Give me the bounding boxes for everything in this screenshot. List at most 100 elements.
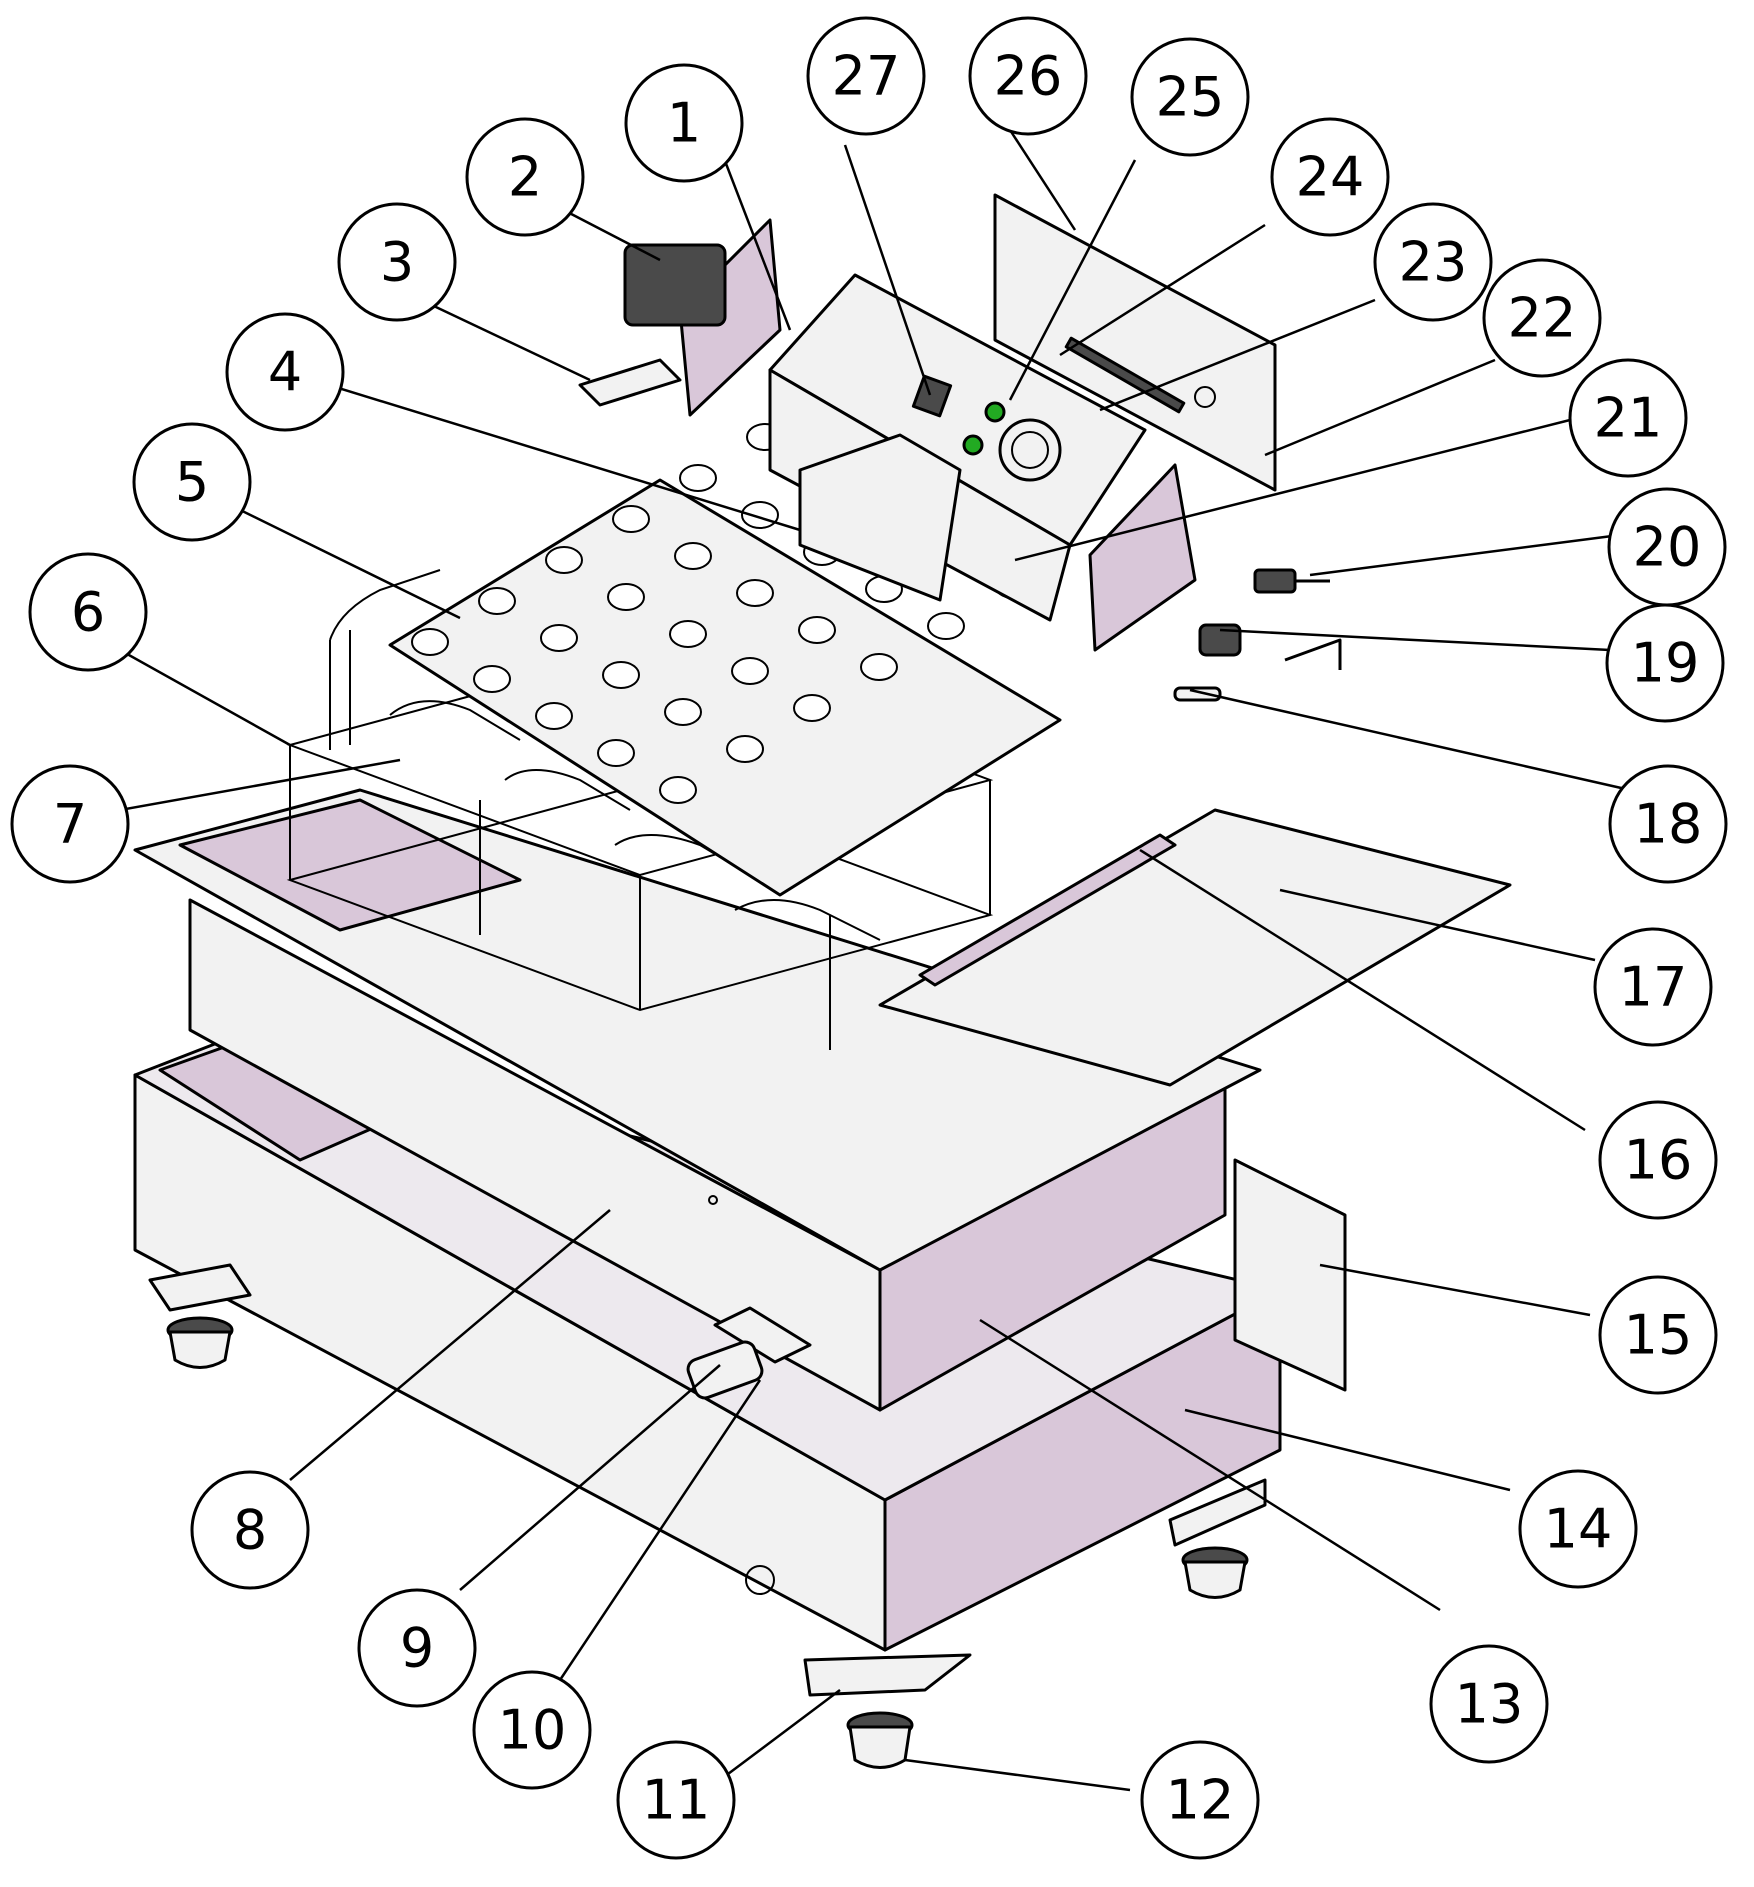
heater-bar (1064, 336, 1186, 414)
callout-11: 11 (616, 1740, 736, 1860)
callout-16: 16 (1598, 1100, 1718, 1220)
callout-label: 25 (1156, 66, 1225, 129)
callout-label: 6 (71, 581, 105, 644)
cover-hole (612, 505, 650, 533)
left-end-panel (678, 218, 782, 417)
callout-circle (1373, 202, 1493, 322)
callout-circle (806, 16, 926, 136)
leader-lines (119, 129, 1631, 1792)
callout-9: 9 (357, 1588, 477, 1708)
callout-circle (1598, 1275, 1718, 1395)
callout-circle (1130, 37, 1250, 157)
callout-22: 22 (1482, 258, 1602, 378)
drain-valve (686, 1306, 812, 1400)
cover-hole (478, 587, 516, 615)
callout-label: 23 (1399, 231, 1468, 294)
callout-label: 24 (1296, 146, 1365, 209)
callout-label: 7 (53, 793, 87, 856)
callout-12: 12 (1140, 1740, 1260, 1860)
callout-label: 15 (1624, 1304, 1693, 1367)
callout-circle (190, 1470, 310, 1590)
callout-3: 3 (337, 202, 457, 322)
callout-6: 6 (28, 552, 148, 672)
control-head (768, 273, 1147, 622)
cover-hole (535, 702, 573, 730)
callout-circle (616, 1740, 736, 1860)
callout-15: 15 (1598, 1275, 1718, 1395)
callout-label: 9 (400, 1617, 434, 1680)
callout-label: 1 (667, 92, 701, 155)
thermostat-knob[interactable] (998, 418, 1062, 482)
callout-1: 1 (624, 63, 744, 183)
callout-circle (1607, 487, 1727, 607)
callout-label: 22 (1508, 287, 1577, 350)
callout-4: 4 (225, 312, 345, 432)
plug-20 (1253, 568, 1297, 594)
cover-hole (736, 579, 774, 607)
callout-circle (1608, 764, 1728, 884)
callout-circle (1482, 258, 1602, 378)
callout-5: 5 (132, 422, 252, 542)
callout-circle (1593, 927, 1713, 1047)
cover-hole (659, 776, 697, 804)
cover-hole (679, 464, 717, 492)
hex-key-19 (1284, 638, 1342, 670)
callout-label: 12 (1166, 1769, 1235, 1832)
callout-2: 2 (465, 117, 585, 237)
callout-8: 8 (190, 1470, 310, 1590)
cover-hole (473, 665, 511, 693)
callout-circle (357, 1588, 477, 1708)
right-side-panel (1233, 1158, 1347, 1392)
cover-hole (798, 616, 836, 644)
callout-label: 13 (1455, 1673, 1524, 1736)
callout-7: 7 (10, 764, 130, 884)
cover-hole (860, 653, 898, 681)
leveling-feet (148, 1263, 1267, 1769)
callout-label: 8 (233, 1499, 267, 1562)
callout-label: 21 (1594, 387, 1663, 450)
indicator-lamp-1 (984, 401, 1006, 423)
cover-hole (602, 661, 640, 689)
callout-label: 27 (832, 45, 901, 108)
callout-24: 24 (1270, 117, 1390, 237)
cover-hole (411, 628, 449, 656)
callout-label: 19 (1631, 632, 1700, 695)
callout-circle (10, 764, 130, 884)
callout-circle (1429, 1644, 1549, 1764)
callout-circle (337, 202, 457, 322)
cover-hole (607, 583, 645, 611)
cover-hole (597, 739, 635, 767)
callout-label: 26 (994, 45, 1063, 108)
cover-hole (731, 657, 769, 685)
back-plate (993, 193, 1277, 492)
loose-parts (1173, 568, 1342, 702)
cover-hole (669, 620, 707, 648)
callout-20: 20 (1607, 487, 1727, 607)
callout-13: 13 (1429, 1644, 1549, 1764)
callout-label: 10 (498, 1699, 567, 1762)
cover-hole (927, 612, 965, 640)
drip-tray (878, 808, 1512, 1087)
callout-circle (624, 63, 744, 183)
callout-circle (1598, 1100, 1718, 1220)
heating-elements (389, 700, 881, 941)
callout-circle (1270, 117, 1390, 237)
callout-circle (132, 422, 252, 542)
callout-label: 18 (1634, 793, 1703, 856)
callout-label: 20 (1633, 516, 1702, 579)
power-switch[interactable] (911, 374, 953, 418)
callout-25: 25 (1130, 37, 1250, 157)
callout-10: 10 (472, 1670, 592, 1790)
cover-hole (726, 735, 764, 763)
callout-27: 27 (806, 16, 926, 136)
cover-hole (793, 694, 831, 722)
callout-label: 2 (508, 146, 542, 209)
callout-label: 3 (380, 231, 414, 294)
cover-hole (545, 546, 583, 574)
callout-26: 26 (968, 16, 1088, 136)
callout-circle (968, 16, 1088, 136)
callout-circle (1140, 1740, 1260, 1860)
cover-hole (674, 542, 712, 570)
